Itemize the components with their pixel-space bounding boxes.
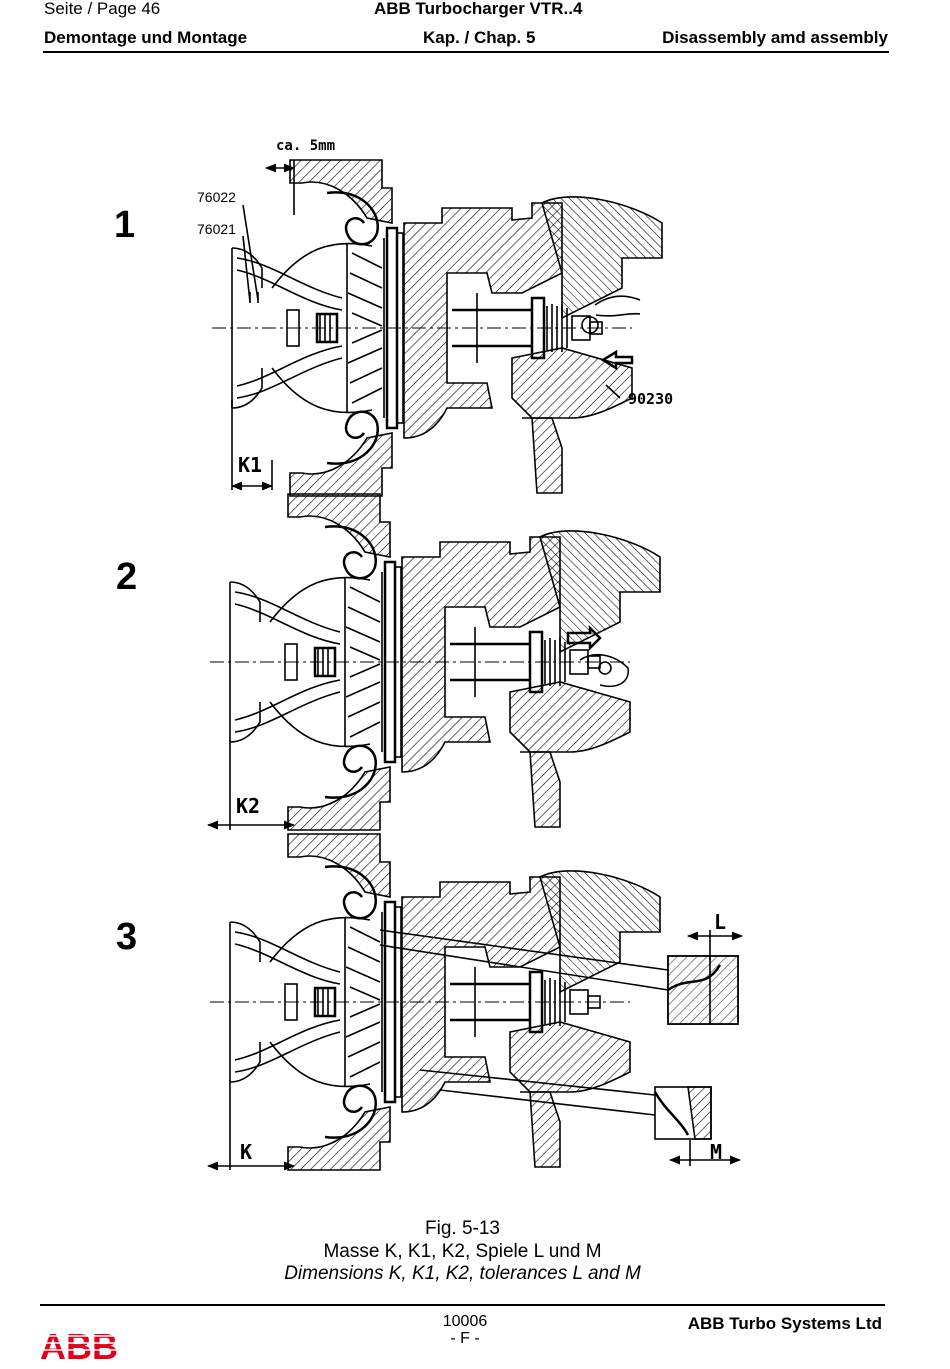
page-number: Seite / Page 46 — [44, 0, 161, 18]
panel-number-1: 1 — [114, 204, 136, 246]
chapter-label: Kap. / Chap. 5 — [423, 28, 536, 47]
section-title-en: Disassembly amd assembly — [662, 28, 888, 47]
panel-number-2: 2 — [116, 556, 138, 598]
footer-rule — [40, 1304, 885, 1306]
figure-number: Fig. 5-13 — [425, 1218, 500, 1239]
section-title-de: Demontage und Montage — [44, 28, 248, 47]
part-label-76022: 76022 — [197, 189, 236, 205]
dim-label-k1: K1 — [238, 453, 263, 477]
panel-number-3: 3 — [116, 916, 138, 958]
part-label-76021: 76021 — [197, 221, 236, 237]
caption-title-en: Dimensions K, K1, K2, tolerances L and M — [284, 1263, 641, 1284]
product-title: ABB Turbocharger VTR..4 — [374, 0, 583, 18]
header-rule — [43, 51, 889, 53]
tolerance-label-l: L — [714, 910, 727, 934]
caption-title-de: Masse K, K1, K2, Spiele L und M — [323, 1241, 602, 1262]
tolerance-label-m: M — [710, 1140, 723, 1164]
dim-label-5mm: ca. 5mm — [276, 138, 336, 154]
dim-label-k: K — [240, 1140, 253, 1164]
svg-text:ABB: ABB — [40, 1328, 118, 1364]
document-number: 10006 — [442, 1313, 488, 1330]
part-label-90230: 90230 — [628, 390, 674, 408]
abb-logo: ABB — [40, 1326, 120, 1369]
revision-label: - F - — [450, 1330, 480, 1347]
company-name: ABB Turbo Systems Ltd — [687, 1314, 882, 1333]
dim-label-k2: K2 — [236, 794, 261, 818]
